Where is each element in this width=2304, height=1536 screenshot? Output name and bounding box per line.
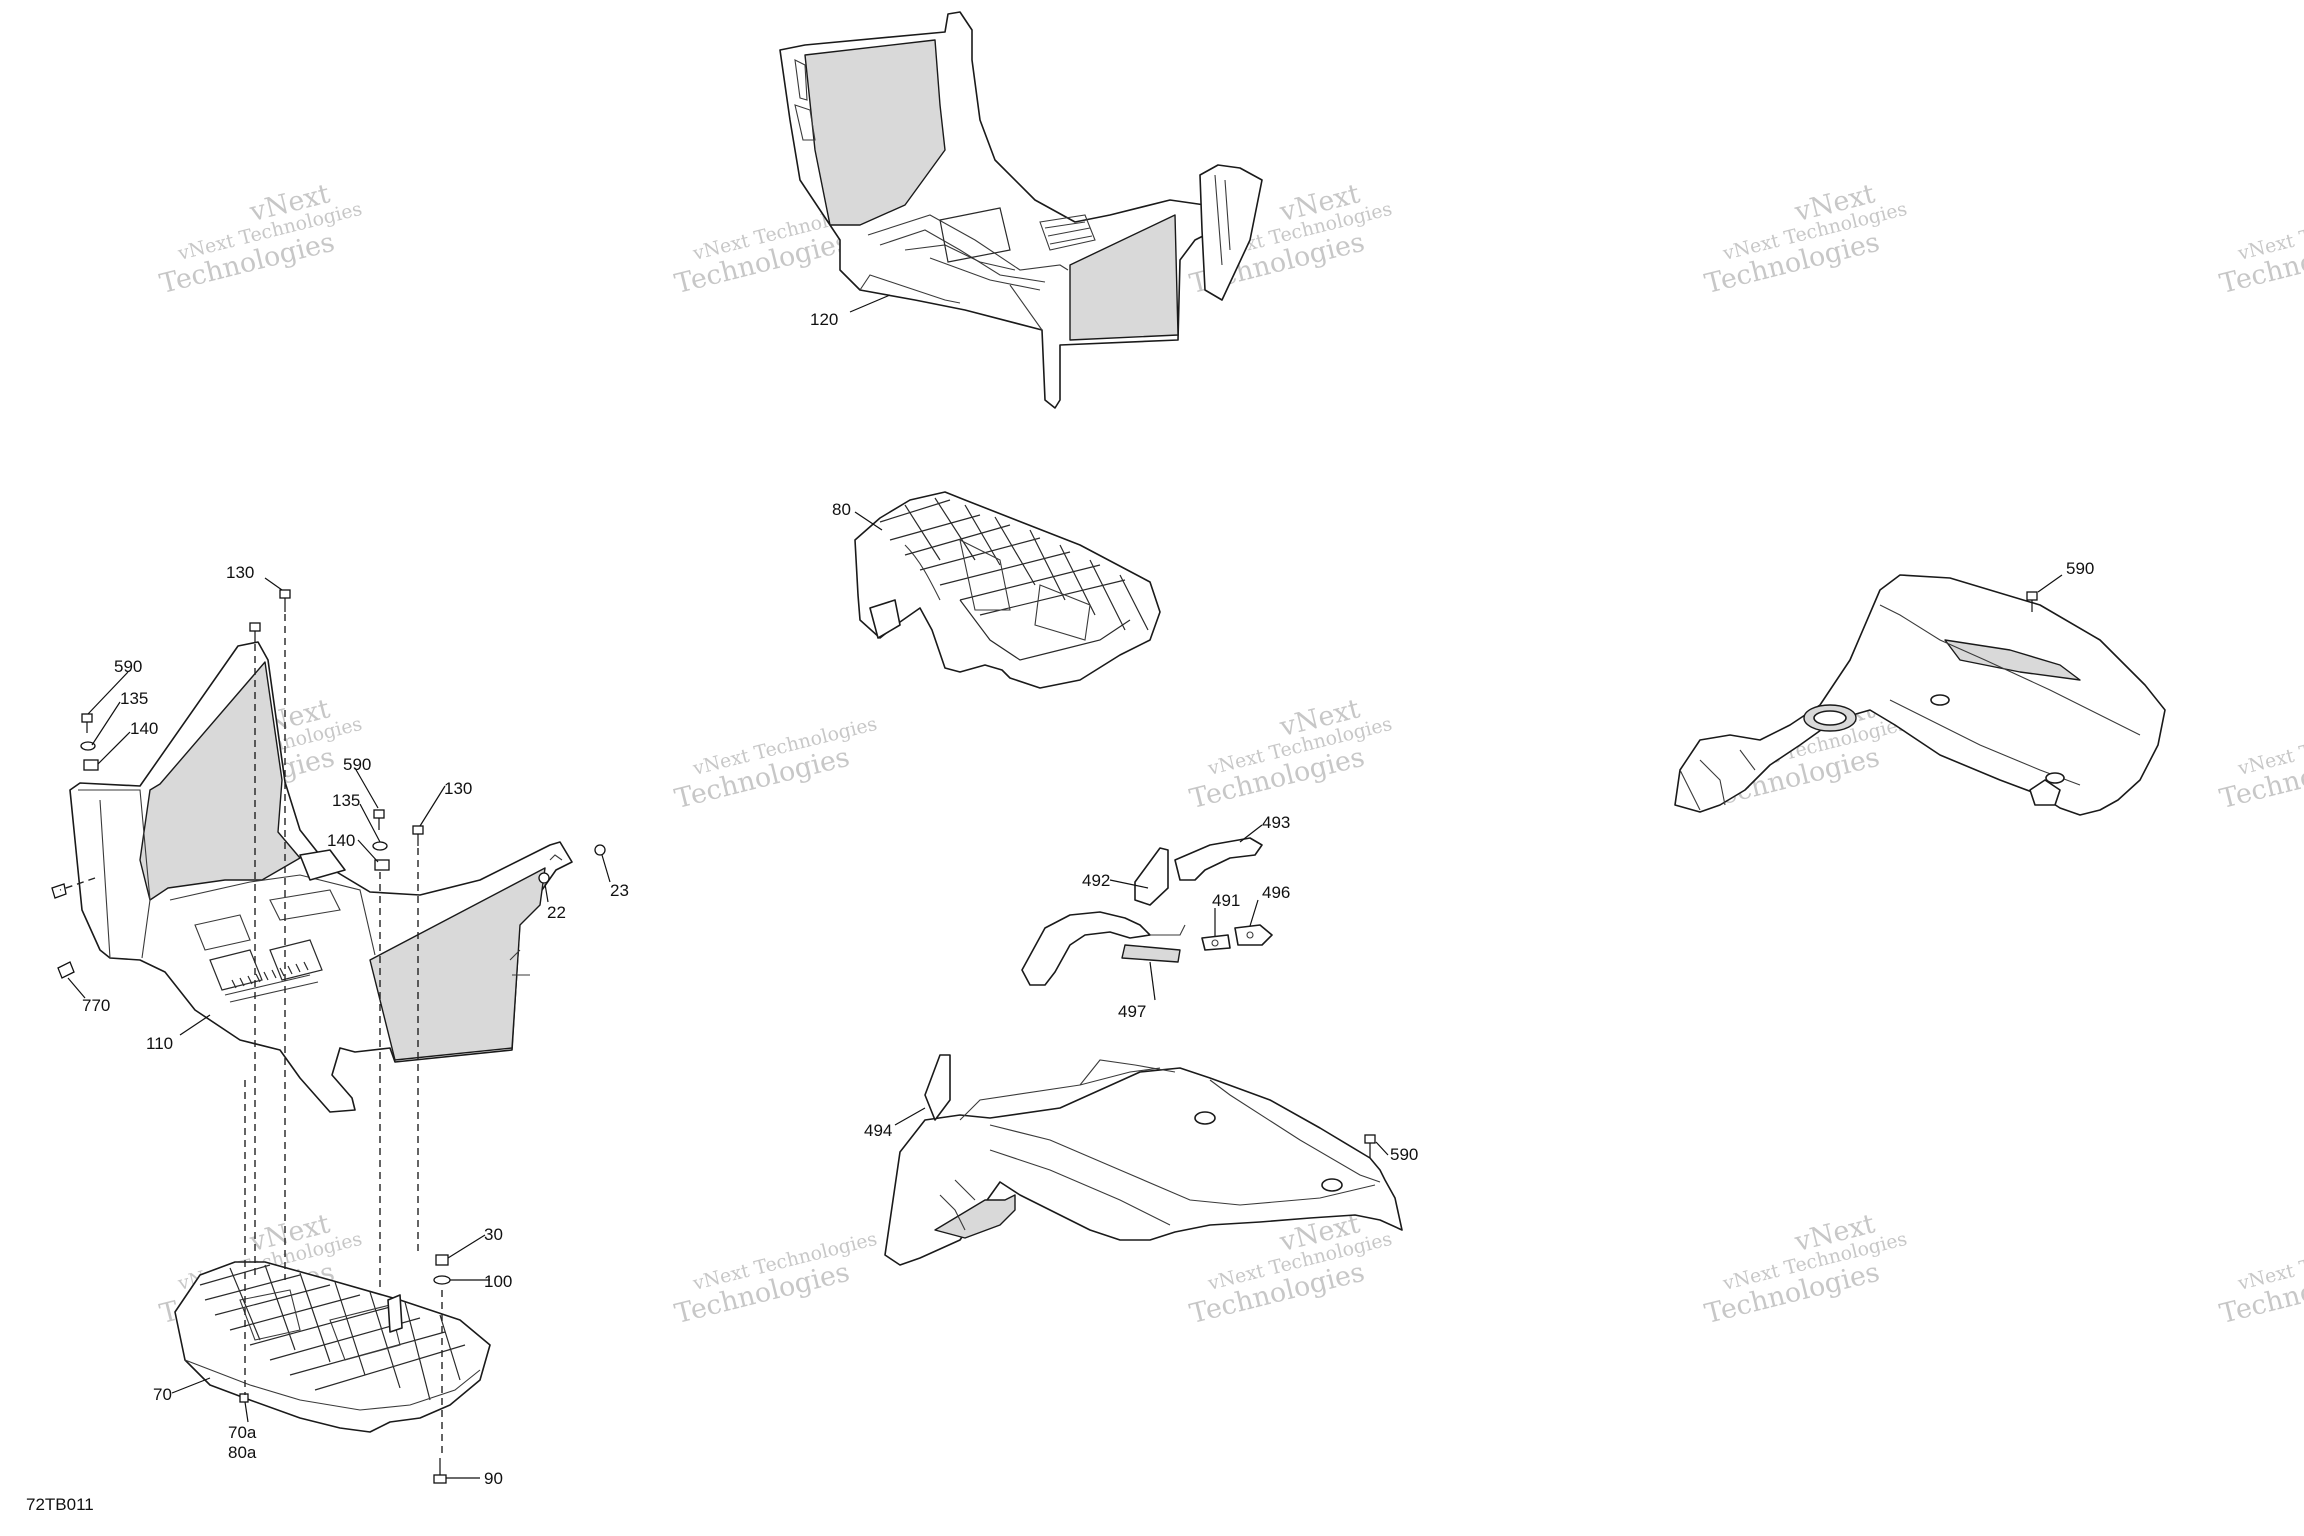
- bolt-90: [433, 1458, 447, 1484]
- callout-590-right: 590: [2066, 559, 2094, 578]
- callout-labels: 120 80 130 590 135 140 590 135 140 130 2…: [82, 310, 2094, 1488]
- nut-140-a: [83, 759, 99, 771]
- part-110-footwell-assembly: [69, 641, 573, 1113]
- part-497-strip: [1121, 944, 1181, 963]
- callout-493: 493: [1262, 813, 1290, 832]
- screw-590-d: [2026, 591, 2038, 612]
- callout-590-fender: 590: [1390, 1145, 1418, 1164]
- callout-80a: 80a: [228, 1443, 257, 1462]
- part-497-trim: [1021, 911, 1151, 986]
- part-120-footwell-upper: [779, 11, 1263, 409]
- callout-770: 770: [82, 996, 110, 1015]
- nut-140-b: [374, 859, 390, 871]
- part-491-clip: [1201, 934, 1231, 951]
- screw-130-a: [279, 589, 291, 612]
- callout-22: 22: [547, 903, 566, 922]
- callout-491: 491: [1212, 891, 1240, 910]
- callout-70a: 70a: [228, 1423, 257, 1442]
- push-rivet-left: [51, 883, 67, 899]
- callout-110: 110: [146, 1034, 173, 1053]
- parts-491-497-trim-set: [1021, 837, 1273, 986]
- leader-lines: [67, 294, 2063, 1479]
- washer-100: [433, 1275, 451, 1285]
- part-494-bracket: [924, 1054, 951, 1121]
- push-rivet-770: [57, 961, 75, 979]
- rivet-23: [594, 844, 606, 856]
- part-80-footrest-support: [854, 491, 1161, 689]
- callout-496: 496: [1262, 883, 1290, 902]
- callout-492: 492: [1082, 871, 1110, 890]
- washer-135-b: [372, 841, 388, 851]
- alignment-lines: [59, 614, 443, 1455]
- callout-23: 23: [610, 881, 629, 900]
- callout-140-mid: 140: [327, 831, 355, 850]
- callout-140-left: 140: [130, 719, 158, 738]
- callout-494: 494: [864, 1121, 892, 1140]
- screw-130-b: [249, 622, 261, 642]
- part-492-bracket: [1134, 847, 1169, 906]
- callout-590-mid: 590: [343, 755, 371, 774]
- callout-130-top: 130: [226, 563, 254, 582]
- part-493-trim: [1174, 837, 1263, 881]
- part-70-footrest-lower: [174, 1261, 491, 1433]
- callout-80: 80: [832, 500, 851, 519]
- nut-30: [435, 1254, 449, 1266]
- washer-135-a: [80, 741, 96, 751]
- callout-90: 90: [484, 1469, 503, 1488]
- callout-130-mid: 130: [444, 779, 472, 798]
- figure-code: 72TB011: [26, 1495, 94, 1514]
- fasteners: [51, 589, 2038, 1484]
- callout-100: 100: [484, 1272, 512, 1291]
- callout-30: 30: [484, 1225, 503, 1244]
- callout-70: 70: [153, 1385, 172, 1404]
- nut-70a: [239, 1393, 249, 1403]
- callout-120: 120: [810, 310, 838, 329]
- callout-590-left: 590: [114, 657, 142, 676]
- callout-135-left: 135: [120, 689, 148, 708]
- rear-fender-left: [884, 1054, 1403, 1266]
- screw-590-c: [1364, 1134, 1376, 1158]
- screw-130-c: [412, 825, 424, 846]
- rear-fender-right: [1674, 574, 2166, 816]
- screw-590-b: [373, 809, 385, 830]
- callout-497: 497: [1118, 1002, 1146, 1021]
- rivet-22: [538, 872, 550, 884]
- callout-135-mid: 135: [332, 791, 360, 810]
- screw-590-a: [81, 713, 93, 733]
